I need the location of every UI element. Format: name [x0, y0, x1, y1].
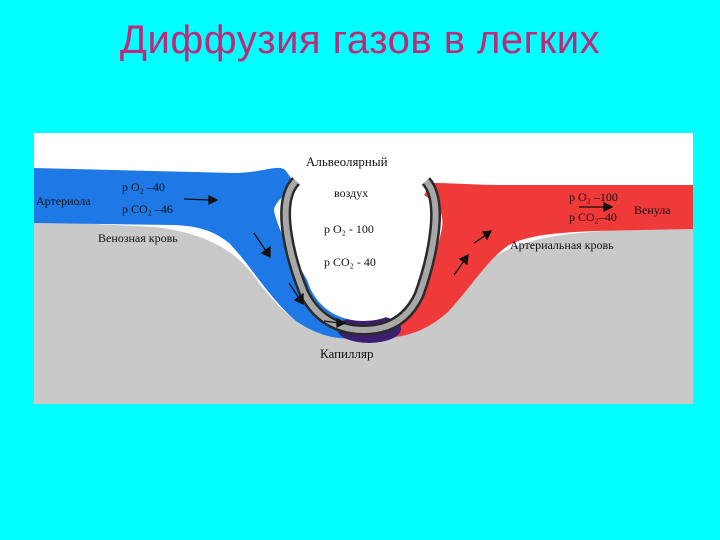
alveolar-air-label-1: Альвеолярный	[306, 154, 388, 169]
capillary-label: Капилляр	[320, 346, 373, 361]
tissue-band	[34, 221, 693, 404]
alveolus-wall-inner	[282, 178, 439, 334]
left-po2-label: р O₂ –40	[122, 180, 165, 194]
alveolus-po2-label: р O₂ - 100	[324, 222, 374, 236]
right-po2-label: р O₂ –100	[569, 190, 618, 204]
alveolus-pco2-label: р CO₂ - 40	[324, 255, 376, 269]
slide-title: Диффузия газов в легких	[119, 18, 601, 62]
alveolar-air-label-2: воздух	[334, 186, 368, 200]
arterial-blood-label: Артериальная кровь	[510, 238, 614, 252]
arteriole-vessel	[34, 167, 359, 339]
gas-diffusion-diagram: Альвеолярный воздух Артериола р O₂ –40 р…	[34, 133, 693, 404]
venule-label: Венула	[634, 203, 671, 217]
alveolus-air	[294, 188, 429, 321]
diagram-canvas: Альвеолярный воздух Артериола р O₂ –40 р…	[34, 154, 693, 404]
right-pco2-label: р CO₂–40	[569, 210, 617, 224]
arteriole-label: Артериола	[36, 194, 91, 208]
left-pco2-label: р CO₂ –46	[122, 202, 173, 216]
venule-vessel	[379, 183, 693, 338]
flow-arrows	[183, 194, 614, 329]
venous-blood-label: Венозная кровь	[98, 231, 178, 245]
